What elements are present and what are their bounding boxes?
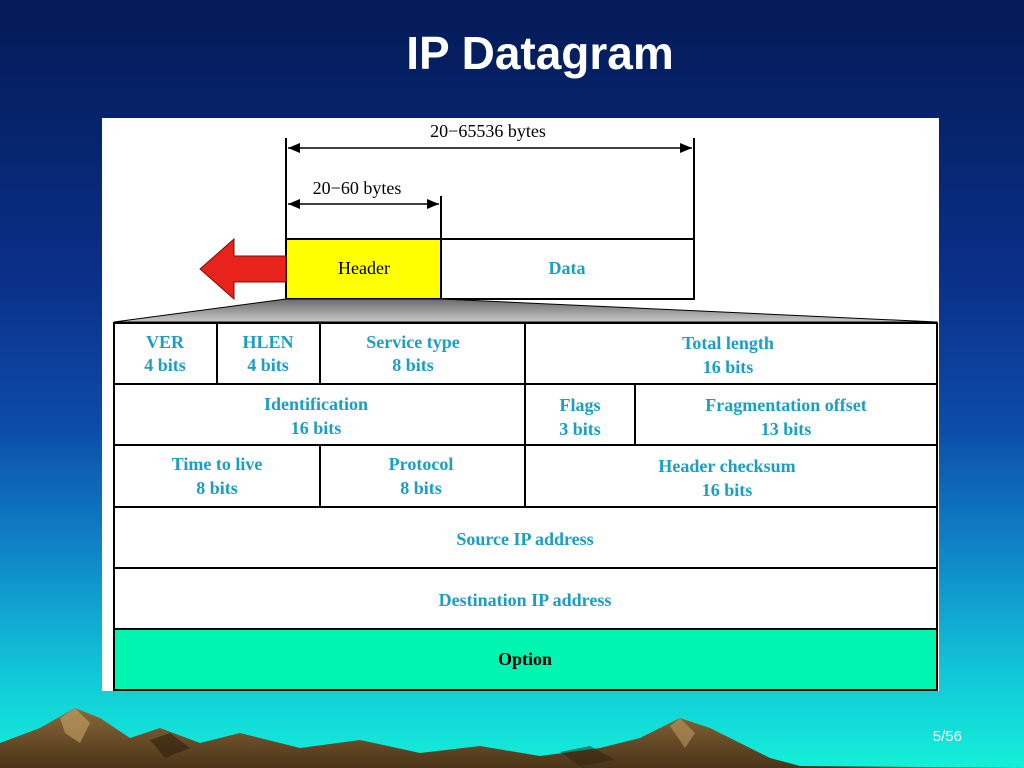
field-option: Option: [498, 649, 552, 669]
header-fields-table: [113, 322, 938, 691]
mountain-landscape: [0, 708, 1024, 768]
data-box: [440, 238, 695, 300]
field-ver-name: VER: [146, 332, 185, 352]
field-flags-name: Flags: [559, 395, 600, 415]
field-hlen-name: HLEN: [242, 332, 293, 352]
field-protocol-name: Protocol: [389, 454, 454, 474]
field-identification-name: Identification: [264, 394, 368, 414]
slide-title: IP Datagram: [406, 27, 674, 79]
field-ttl-name: Time to live: [172, 454, 263, 474]
field-source-ip: Source IP address: [456, 529, 593, 549]
field-destination-ip: Destination IP address: [439, 590, 612, 610]
field-protocol-size: 8 bits: [400, 478, 442, 498]
field-service-type-name: Service type: [366, 332, 459, 352]
field-total-length-size: 16 bits: [703, 357, 754, 377]
total-range-indicator: [285, 138, 695, 238]
header-range-indicator: [288, 196, 442, 238]
header-box: [285, 238, 442, 300]
total-range-label: 20−65536 bytes: [430, 121, 546, 141]
expansion-wedge: [113, 298, 938, 323]
field-ttl-size: 8 bits: [196, 478, 238, 498]
field-fragmentation-offset-name: Fragmentation offset: [705, 395, 866, 415]
field-service-type-size: 8 bits: [392, 355, 434, 375]
page-number: 5/56: [932, 728, 962, 745]
ip-datagram-diagram: 20−65536 bytes 20−60 bytes Header Data: [113, 121, 938, 691]
field-fragmentation-offset-size: 13 bits: [761, 419, 812, 439]
field-hlen-size: 4 bits: [247, 355, 289, 375]
left-arrow-icon: [199, 237, 287, 301]
field-flags-size: 3 bits: [559, 419, 601, 439]
data-label: Data: [549, 258, 586, 278]
header-range-label: 20−60 bytes: [313, 178, 402, 198]
field-header-checksum-size: 16 bits: [702, 480, 753, 500]
field-total-length-name: Total length: [682, 333, 774, 353]
diagram-panel: 20−65536 bytes 20−60 bytes Header Data: [102, 118, 939, 691]
field-header-checksum-name: Header checksum: [658, 456, 795, 476]
field-identification-size: 16 bits: [291, 418, 342, 438]
field-ver-size: 4 bits: [144, 355, 186, 375]
header-label: Header: [338, 258, 390, 278]
